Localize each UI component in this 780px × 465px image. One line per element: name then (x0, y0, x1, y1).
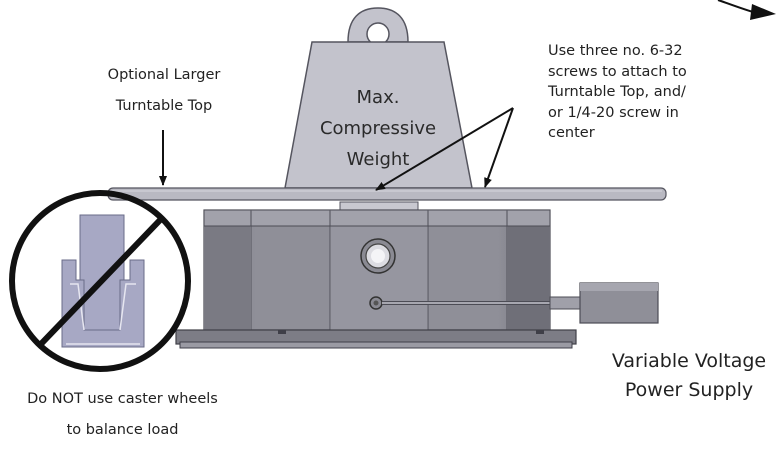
center-knob (360, 238, 396, 274)
power-supply-label: Variable Voltage Power Supply (594, 347, 780, 405)
weight-label-line: Max. (356, 87, 400, 108)
caster-wheel-icon (61, 214, 145, 348)
screws-label-line: screws to attach to (548, 63, 687, 80)
screws-label-line: Use three no. 6-32 (548, 43, 683, 59)
turntable-top-label: Optional Larger Turntable Top (64, 60, 264, 122)
weight-label-line: Weight (346, 149, 410, 170)
power-supply-label-line: Power Supply (624, 379, 754, 401)
turntable-top-label-line: Optional Larger (107, 67, 221, 83)
weight-label-line: Compressive (319, 118, 437, 139)
arrow-to-edge-screw (484, 107, 514, 188)
center-boss (339, 201, 419, 211)
turntable-base (175, 329, 577, 349)
power-supply-label-line: Variable Voltage (611, 350, 767, 372)
power-supply-box (549, 282, 659, 324)
screws-label: Use three no. 6-32 screws to attach to T… (548, 41, 687, 144)
caster-warning-label-line: to balance load (66, 422, 179, 438)
weight-icon (284, 7, 473, 189)
weight-label: Max. Compressive Weight (298, 82, 458, 175)
arrow-to-center-screw (375, 107, 514, 191)
corner-arrow-head (750, 4, 776, 20)
screws-label-line: Turntable Top, and/ (548, 84, 686, 100)
screws-label-line: center (548, 125, 595, 141)
caster-warning-label-line: Do NOT use caster wheels (27, 391, 218, 407)
turntable-top-plate (107, 187, 667, 201)
no-symbol-icon (9, 190, 191, 372)
caster-warning-label: Do NOT use caster wheels to balance load (0, 384, 245, 446)
power-cord (369, 296, 552, 310)
turntable-top-label-line: Turntable Top (115, 98, 213, 114)
screws-label-line: or 1/4-20 screw in (548, 104, 679, 121)
